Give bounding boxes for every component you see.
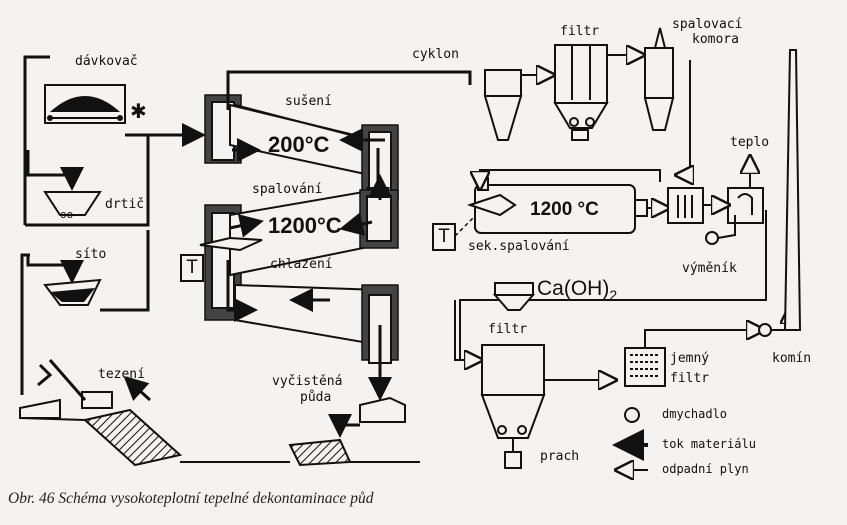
fine-filter-label-1: jemný <box>670 351 710 366</box>
dust-label: prach <box>540 449 580 464</box>
cyclone-label: cyklon <box>412 47 459 62</box>
temperature-marker-kiln: T <box>180 254 204 282</box>
drying-temperature: 200°C <box>268 132 330 157</box>
combustion-chamber-label-1: spalovací <box>672 17 743 32</box>
legend-waste-gas-label: odpadní plyn <box>662 462 749 476</box>
top-filter <box>553 44 609 141</box>
crusher-label: drtič <box>105 197 145 212</box>
sieve-label: síto <box>75 247 107 262</box>
heat-exchanger <box>667 187 764 245</box>
secondary-combustion-label: sek.spalování <box>468 239 570 254</box>
cooling-label: chlazení <box>270 257 333 272</box>
bottom-filter-label: filtr <box>488 322 528 337</box>
excavator <box>19 359 113 419</box>
fine-filter <box>624 347 666 387</box>
combustion-chamber <box>643 27 675 131</box>
figure-caption: Obr. 46 Schéma vysokoteplotní tepelné de… <box>8 490 374 507</box>
svg-text:✱: ✱ <box>130 99 147 123</box>
excavation-label: tezení <box>98 367 145 382</box>
heat-exchanger-label: výměník <box>682 261 737 276</box>
cleaned-soil-label-1: vyčistěná <box>272 374 343 389</box>
svg-text:oo: oo <box>60 208 73 221</box>
legend-material-flow-label: tok materiálu <box>662 437 756 451</box>
cleaned-soil-label-2: půda <box>300 390 332 405</box>
crusher: oo <box>43 191 102 221</box>
combustion-label: spalování <box>252 182 323 197</box>
legend-blower-label: dmychadlo <box>662 407 728 421</box>
blower-icon <box>758 323 772 337</box>
temperature-marker-secondary: T <box>432 223 456 251</box>
heat-label: teplo <box>730 135 770 150</box>
drying-label: sušení <box>285 94 332 109</box>
feeder-label: dávkovač <box>75 54 138 69</box>
kiln-temperature: 1200°C <box>268 213 342 238</box>
feeder: ✱ <box>44 84 147 124</box>
stack <box>783 49 802 331</box>
top-filter-label: filtr <box>560 24 600 39</box>
lime-hopper <box>492 282 536 311</box>
sieve <box>43 278 102 306</box>
combustion-chamber-label-2: komora <box>692 32 739 47</box>
fine-filter-label-2: filtr <box>670 371 710 386</box>
blower-icon <box>624 407 640 423</box>
secondary-temperature: 1200 °C <box>530 199 599 220</box>
bottom-filter <box>480 344 546 469</box>
cyclone <box>483 69 523 141</box>
stack-label: komín <box>772 351 812 366</box>
lime-label: Ca(OH)2 <box>537 277 618 304</box>
